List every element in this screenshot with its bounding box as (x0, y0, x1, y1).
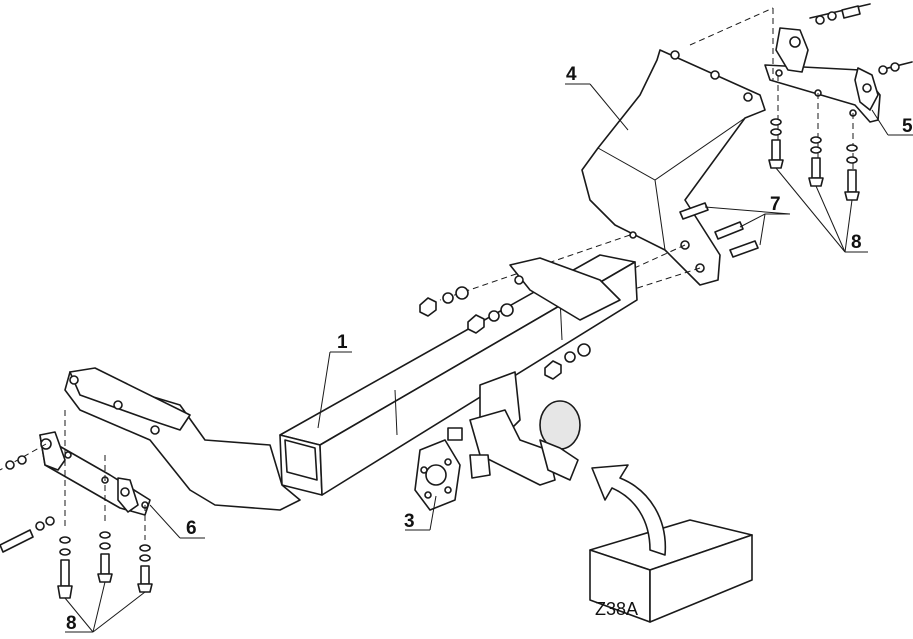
left-bracket (39, 367, 301, 516)
left-vertical-bolts (57, 531, 153, 599)
top-right-bolts (809, 3, 913, 75)
callout-5: 5 (871, 109, 913, 137)
box-label: Z38A (595, 599, 638, 619)
label-5: 5 (902, 116, 913, 137)
center-nuts-upper (419, 286, 591, 380)
bolts-part-7 (679, 202, 759, 258)
callout-1: 1 (317, 332, 352, 429)
right-vertical-bolts (768, 118, 860, 201)
label-3: 3 (404, 511, 415, 532)
label-7: 7 (770, 194, 781, 215)
bracket-part-4 (581, 49, 766, 286)
product-box: Z38A (589, 519, 753, 623)
flange-part-5 (764, 27, 881, 123)
callout-7: 7 (704, 194, 791, 246)
label-6: 6 (186, 518, 197, 539)
callout-8-left: 8 (64, 581, 146, 634)
callout-3: 3 (404, 495, 437, 532)
callout-4: 4 (565, 64, 629, 131)
curved-arrow-icon (591, 464, 667, 556)
label-1: 1 (337, 332, 348, 353)
callout-8-right: 8 (775, 167, 868, 253)
label-4: 4 (566, 64, 577, 85)
ball-hitch-part-3 (414, 371, 581, 511)
label-8-left: 8 (66, 613, 77, 634)
label-8-right: 8 (851, 232, 862, 253)
left-horizontal-bolts (0, 455, 55, 553)
crossbar-part-1 (279, 254, 638, 496)
callout-6: 6 (149, 504, 205, 539)
